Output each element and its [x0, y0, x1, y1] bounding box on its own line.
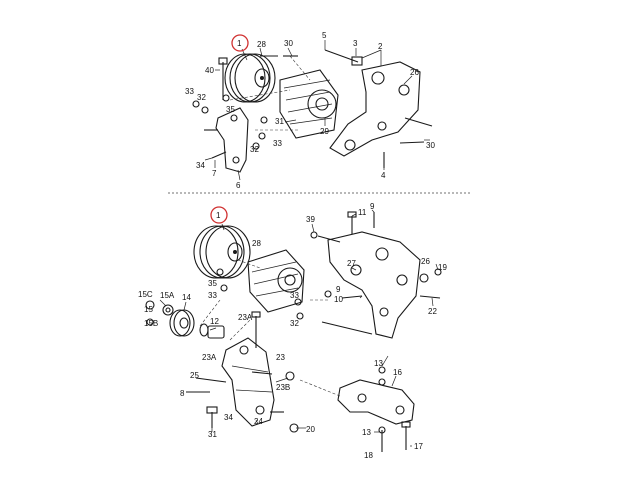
callout-bottom-23A: 23A — [238, 313, 253, 322]
bottom-idler-group-part — [145, 300, 225, 339]
callout-bottom-15A: 15A — [160, 291, 175, 300]
callout-top-26: 26 — [410, 68, 419, 77]
top-highlight-ring — [231, 34, 249, 52]
bottom-hardware — [186, 211, 442, 452]
callout-bottom-26: 26 — [421, 257, 430, 266]
callout-bottom-23B: 23B — [276, 383, 290, 392]
callout-bottom-33a: 33 — [208, 291, 217, 300]
callout-bottom-33b: 33 — [290, 291, 299, 300]
callout-top-34: 34 — [196, 161, 205, 170]
callout-top-30b: 30 — [426, 141, 435, 150]
callout-bottom-19: 19 — [438, 263, 447, 272]
callout-bottom-27: 27 — [347, 259, 356, 268]
callout-bottom-9b: 9 — [336, 285, 341, 294]
callout-bottom-15C: 15C — [138, 290, 153, 299]
bottom-assembly: 1 39 11 9 28 27 26 19 15C 15A 14 35 33 3… — [138, 202, 447, 460]
top-strap-part — [215, 107, 249, 173]
callout-top-32a: 32 — [197, 93, 206, 102]
bottom-callouts: 1 39 11 9 28 27 26 19 15C 15A 14 35 33 3… — [138, 202, 447, 460]
callout-top-32b: 32 — [250, 145, 259, 154]
callout-bottom-18: 18 — [364, 451, 373, 460]
top-compressor-part — [279, 69, 339, 139]
callout-bottom-11: 11 — [358, 208, 367, 217]
callout-bottom-1: 1 — [216, 211, 221, 220]
callout-bottom-25: 25 — [190, 371, 199, 380]
callout-bottom-32: 32 — [290, 319, 299, 328]
top-pulley-part — [224, 53, 276, 103]
callout-bottom-15: 15 — [144, 305, 153, 314]
callout-top-30a: 30 — [284, 39, 293, 48]
callout-top-29: 29 — [320, 127, 329, 136]
callout-top-5: 5 — [322, 31, 327, 40]
callout-top-4: 4 — [381, 171, 386, 180]
bottom-upper-bracket-part — [327, 231, 421, 339]
callout-top-1: 1 — [237, 39, 242, 48]
callout-bottom-9a: 9 — [370, 202, 375, 211]
callout-bottom-14: 14 — [182, 293, 191, 302]
top-hardware — [192, 49, 433, 168]
callout-top-33b: 33 — [273, 139, 282, 148]
callout-top-40: 40 — [205, 66, 214, 75]
callout-top-7: 7 — [212, 169, 217, 178]
bottom-highlight-ring — [210, 206, 228, 224]
callout-bottom-28: 28 — [252, 239, 261, 248]
callout-bottom-22: 22 — [428, 307, 437, 316]
bottom-tensioner-bracket-part — [221, 337, 275, 427]
callout-bottom-8: 8 — [180, 389, 185, 398]
callout-bottom-23: 23 — [276, 353, 285, 362]
callout-bottom-13b: 13 — [362, 428, 371, 437]
callout-bottom-34: 34 — [224, 413, 233, 422]
top-bracket-part — [329, 61, 421, 157]
top-leader-lines — [204, 40, 430, 181]
callout-bottom-16: 16 — [393, 368, 402, 377]
callout-top-28: 28 — [257, 40, 266, 49]
callout-bottom-12: 12 — [210, 317, 219, 326]
bottom-compressor-part — [247, 249, 305, 313]
callout-top-2: 2 — [378, 42, 383, 51]
callout-top-33a: 33 — [185, 87, 194, 96]
callout-top-6: 6 — [236, 181, 241, 190]
callout-top-35: 35 — [226, 105, 235, 114]
bottom-pulley-part — [193, 225, 251, 279]
callout-bottom-17: 17 — [414, 442, 423, 451]
bottom-lower-bracket-part — [337, 379, 415, 425]
callout-bottom-20: 20 — [306, 425, 315, 434]
callout-bottom-15B: 15B — [144, 319, 158, 328]
callout-bottom-31: 31 — [208, 430, 217, 439]
bottom-leader-lines — [159, 209, 439, 447]
top-assembly: 1 28 30 5 3 2 40 26 33 32 35 31 29 33 32… — [185, 31, 435, 190]
callout-bottom-35: 35 — [208, 279, 217, 288]
callout-bottom-23A-lower: 23A — [202, 353, 217, 362]
callout-bottom-13a: 13 — [374, 359, 383, 368]
callout-bottom-24: 24 — [254, 417, 263, 426]
top-callouts: 1 28 30 5 3 2 40 26 33 32 35 31 29 33 32… — [185, 31, 435, 190]
callout-top-31: 31 — [275, 117, 284, 126]
callout-bottom-10: 10 — [334, 295, 343, 304]
callout-bottom-39: 39 — [306, 215, 315, 224]
callout-top-3: 3 — [353, 39, 358, 48]
